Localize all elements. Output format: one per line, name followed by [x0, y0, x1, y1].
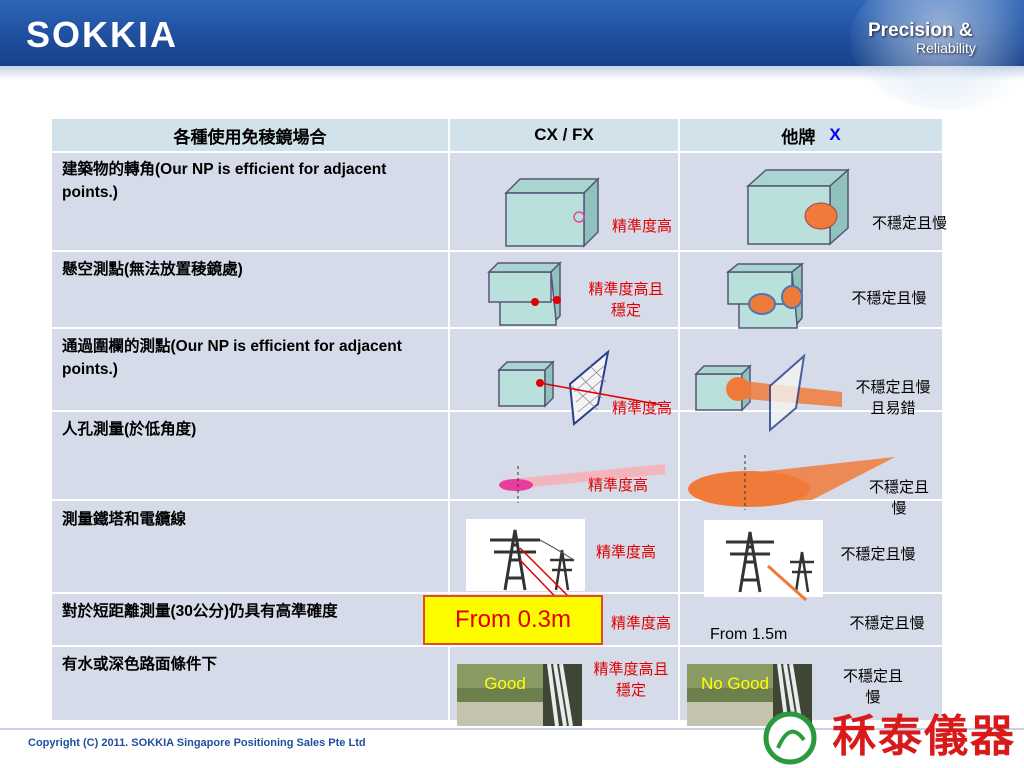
stacked-box-icon	[725, 262, 805, 329]
x-mark: X	[829, 125, 841, 144]
row-label: 懸空測點(無法放置稜鏡處)	[62, 261, 243, 278]
other-result: 不穩定且慢	[851, 289, 927, 307]
fence-box-icon	[694, 353, 842, 433]
waterfall-image	[457, 664, 582, 726]
cx-result: 精準度高	[612, 217, 673, 235]
row-label: 人孔測量(於低角度)	[62, 421, 197, 438]
cube-icon	[504, 177, 600, 248]
row-label: 建築物的轉角(Our NP is efficient for adjacent …	[62, 161, 387, 201]
cube-icon	[746, 168, 850, 246]
fence-box-icon	[497, 349, 663, 426]
other-result: 不穩定且慢	[840, 545, 916, 563]
other-result: 不穩定且慢且易錯	[855, 378, 931, 417]
column-divider	[448, 119, 450, 720]
sokkia-logo: SOKKIA	[26, 14, 179, 55]
tagline-precision: Precision &	[868, 20, 973, 41]
cx-result: 精準度高且穩定	[593, 660, 669, 699]
no-good-label: No Good	[700, 674, 770, 693]
row-label: 通過圍欄的測點(Our NP is efficient for adjacent…	[62, 338, 402, 378]
copyright-text: Copyright (C) 2011. SOKKIA Singapore Pos…	[28, 737, 366, 749]
good-label: Good	[484, 674, 526, 693]
power-tower-icon	[704, 520, 823, 602]
waterfall-photo: Good	[457, 664, 582, 726]
brand-name: 秝泰儀器	[832, 711, 1016, 762]
cx-result: 精準度高且穩定	[588, 280, 664, 319]
waterfall-image	[687, 664, 812, 726]
header-cell-application: 各種使用免稜鏡場合	[52, 119, 448, 151]
laser-spot-icon	[499, 464, 665, 503]
row-label: 有水或深色路面條件下	[62, 656, 218, 673]
cx-result: 精準度高	[596, 543, 657, 561]
power-tower-icon	[466, 519, 585, 613]
laser-spot-icon	[688, 455, 895, 510]
cx-result: 精準度高	[610, 614, 671, 632]
header-cell-other-brand: 他牌 X	[680, 119, 942, 151]
row-label: 對於短距離測量(30公分)仍具有高準確度	[62, 603, 338, 620]
stacked-box-icon	[487, 261, 562, 326]
other-result: 不穩定且慢	[872, 214, 948, 232]
footer-divider	[0, 728, 1024, 730]
row-label: 測量鐵塔和電纜線	[62, 511, 187, 528]
column-divider	[678, 119, 680, 720]
header-shade	[0, 66, 1024, 80]
cx-result: 精準度高	[612, 399, 673, 417]
other-result: 不穩定且慢	[849, 614, 925, 632]
waterfall-photo: No Good	[687, 664, 812, 726]
header-cell-cx-fx: CX / FX	[450, 119, 678, 151]
min-distance-callout: From 0.3m	[423, 595, 603, 645]
tagline-reliability: Reliability	[916, 40, 976, 56]
cx-result: 精準度高	[588, 476, 649, 494]
other-result: 不穩定且慢	[868, 478, 929, 517]
other-result: 不穩定且慢	[842, 667, 903, 706]
other-min-distance: From 1.5m	[710, 626, 788, 643]
